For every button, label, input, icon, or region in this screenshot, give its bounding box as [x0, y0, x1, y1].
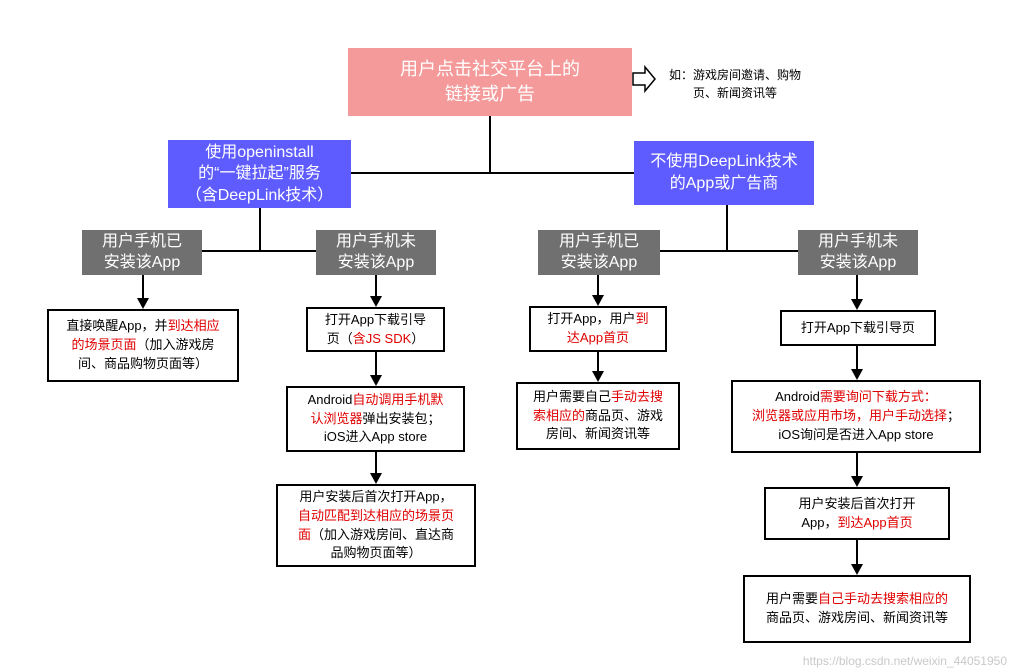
root-node: 用户点击社交平台上的链接或广告 — [348, 48, 632, 116]
branch-without-deeplink: 不使用DeepLink技术的App或广告商 — [634, 141, 814, 205]
cond-not-installed-right: 用户手机未安装该App — [798, 230, 918, 275]
arrow-head — [137, 298, 149, 309]
arrow-head — [370, 375, 382, 386]
step-wake-app: 直接唤醒App，并到达相应的场景页面（加入游戏房间、商品购物页面等） — [47, 309, 239, 382]
arrow-head — [851, 476, 863, 487]
arrow-head — [592, 371, 604, 382]
cond-installed-left: 用户手机已安装该App — [82, 230, 202, 275]
watermark: https://blog.csdn.net/weixin_44051950 — [802, 654, 1007, 668]
step-auto-match-scene: 用户安装后首次打开App，自动匹配到达相应的场景页面（加入游戏房间、直达商品购物… — [276, 484, 476, 567]
arrow-head — [592, 295, 604, 306]
arrow-head — [851, 564, 863, 575]
example-note: 如：游戏房间邀请、购物页、新闻资讯等 — [668, 68, 801, 100]
step-ask-download-method: Android需要询问下载方式：浏览器或应用市场，用户手动选择；iOS询问是否进… — [731, 380, 981, 453]
step-manual-search-after-install: 用户需要自己手动去搜索相应的商品页、游戏房间、新闻资讯等 — [743, 575, 971, 643]
cond-not-installed-left: 用户手机未安装该App — [316, 230, 436, 275]
step-open-app-home: 打开App，用户到达App首页 — [529, 306, 667, 352]
arrow-head — [370, 473, 382, 484]
step-manual-search: 用户需要自己手动去搜索相应的商品页、游戏房间、新闻资讯等 — [516, 382, 680, 450]
callout-arrow-icon — [632, 64, 656, 94]
arrow-head — [851, 369, 863, 380]
cond-installed-right: 用户手机已安装该App — [538, 230, 660, 275]
arrow-head — [370, 296, 382, 307]
step-open-download-page: 打开App下载引导页 — [780, 310, 936, 346]
step-open-download-page-jssdk: 打开App下载引导页（含JS SDK） — [306, 307, 445, 352]
arrow-head — [851, 299, 863, 310]
step-auto-browser-install: Android自动调用手机默认浏览器弹出安装包；iOS进入App store — [286, 386, 465, 452]
